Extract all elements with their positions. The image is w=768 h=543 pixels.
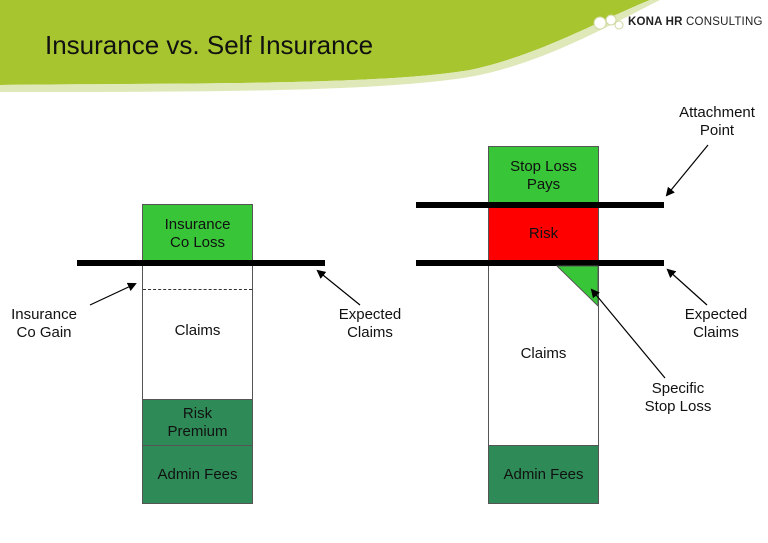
header-banner xyxy=(0,0,660,92)
stop-loss-pays-label: Stop Loss Pays xyxy=(510,158,577,193)
right-admin-fees-label: Admin Fees xyxy=(503,465,584,483)
right-expected-claims-label: Expected Claims xyxy=(684,306,748,341)
insurance-co-loss-block: Insurance Co Loss xyxy=(142,204,253,263)
brand-light: CONSULTING xyxy=(686,16,763,28)
specific-stop-loss-arrow xyxy=(590,288,666,379)
attachment-point-line xyxy=(416,202,664,208)
specific-stop-loss-label: Specific Stop Loss xyxy=(644,380,712,415)
slide-title: Insurance vs. Self Insurance xyxy=(45,30,374,60)
brand-name: KONA HR CONSULTING xyxy=(628,16,763,28)
kona-logo-icon xyxy=(593,14,624,30)
brand-bold: KONA HR xyxy=(628,16,683,28)
left-claims-label: Claims xyxy=(174,322,221,339)
right-expected-claims-line xyxy=(416,260,664,266)
right-admin-fees-block: Admin Fees xyxy=(488,445,599,504)
left-expected-claims-arrow xyxy=(316,269,361,306)
left-admin-fees-block: Admin Fees xyxy=(142,445,253,504)
insurance-co-gain-label: Insurance Co Gain xyxy=(11,306,77,341)
risk-block: Risk xyxy=(488,205,599,263)
specific-stop-loss-wedge xyxy=(555,265,599,308)
insurance-co-gain-arrow xyxy=(89,282,137,306)
right-expected-claims-arrow xyxy=(666,268,708,306)
risk-premium-block: Risk Premium xyxy=(142,399,253,446)
left-expected-claims-label: Expected Claims xyxy=(338,306,402,341)
left-expected-claims-line xyxy=(77,260,325,266)
left-admin-fees-label: Admin Fees xyxy=(157,465,238,483)
attachment-point-arrow xyxy=(665,144,709,197)
risk-premium-label: Risk Premium xyxy=(167,404,228,440)
attachment-point-label: Attachment Point xyxy=(679,104,755,139)
insurance-co-loss-label: Insurance Co Loss xyxy=(164,215,231,251)
stop-loss-pays-block: Stop Loss Pays xyxy=(488,146,599,206)
right-claims-label: Claims xyxy=(520,345,567,362)
insurance-co-gain-dashed-line xyxy=(143,289,252,290)
risk-label: Risk xyxy=(528,225,559,242)
